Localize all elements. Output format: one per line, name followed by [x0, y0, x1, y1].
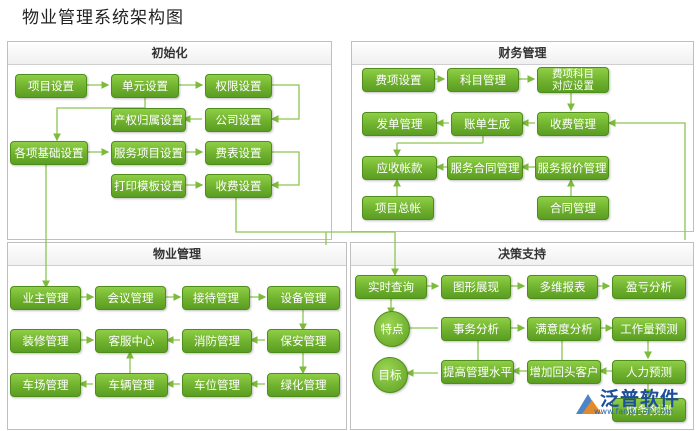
node-fee-management[interactable]: 收费管理 [537, 112, 609, 136]
node-fee-account-mapping[interactable]: 费项科目 对应设置 [537, 67, 609, 93]
node-basic-settings[interactable]: 各项基础设置 [10, 141, 88, 165]
node-fee-item-settings[interactable]: 费项设置 [362, 68, 435, 92]
node-fee-account-line2: 对应设置 [552, 80, 594, 92]
node-goal: 目标 [372, 357, 408, 393]
node-service-center[interactable]: 客服中心 [95, 329, 168, 353]
node-hr-forecast[interactable]: 人力预测 [612, 360, 686, 384]
node-parking-space-management[interactable]: 车位管理 [182, 373, 252, 397]
node-bill-generation[interactable]: 账单生成 [451, 112, 523, 136]
panel-init-title: 初始化 [8, 42, 331, 65]
node-greening-management[interactable]: 绿化管理 [267, 373, 340, 397]
node-project-settings[interactable]: 项目设置 [15, 74, 87, 98]
node-task-analysis[interactable]: 事务分析 [441, 317, 511, 341]
node-vehicle-management[interactable]: 车辆管理 [95, 373, 168, 397]
node-security-management[interactable]: 保安管理 [267, 329, 340, 353]
node-company-settings[interactable]: 公司设置 [205, 108, 272, 132]
node-receivables[interactable]: 应收帐款 [362, 156, 437, 180]
node-owner-management[interactable]: 业主管理 [10, 286, 81, 310]
node-reception-management[interactable]: 接待管理 [182, 286, 250, 310]
node-satisfaction-analysis[interactable]: 满意度分析 [527, 317, 601, 341]
node-contract-management[interactable]: 合同管理 [537, 196, 609, 220]
node-meeting-management[interactable]: 会议管理 [95, 286, 166, 310]
panel-decision-title: 决策支持 [351, 243, 693, 266]
node-fire-management[interactable]: 消防管理 [182, 329, 252, 353]
node-parking-management[interactable]: 车场管理 [10, 373, 81, 397]
node-realtime-query[interactable]: 实时查询 [355, 275, 427, 299]
panel-property-title: 物业管理 [8, 243, 346, 266]
node-unit-settings[interactable]: 单元设置 [111, 74, 179, 98]
brand-logo-icon [576, 394, 602, 414]
node-permission-settings[interactable]: 权限设置 [205, 74, 272, 98]
node-fee-account-line1: 费项科目 [552, 68, 594, 80]
node-workload-forecast[interactable]: 工作量预测 [612, 317, 686, 341]
page-title: 物业管理系统架构图 [22, 8, 184, 28]
node-multidim-report[interactable]: 多维报表 [527, 275, 598, 299]
node-service-item-settings[interactable]: 服务项目设置 [111, 141, 186, 165]
node-management-level[interactable]: 提高管理水平 [441, 360, 514, 384]
brand-logo-text: 泛普软件 [600, 388, 681, 410]
node-equipment-management[interactable]: 设备管理 [267, 286, 340, 310]
node-service-quote[interactable]: 服务报价管理 [535, 156, 609, 180]
node-fee-settings[interactable]: 收费设置 [205, 174, 272, 198]
node-meter-settings[interactable]: 费表设置 [205, 141, 272, 165]
panel-finance-title: 财务管理 [352, 42, 693, 65]
node-customer-return[interactable]: 增加回头客户 [527, 360, 601, 384]
node-ownership-settings[interactable]: 产权归属设置 [111, 108, 186, 132]
node-print-template-settings[interactable]: 打印模板设置 [111, 174, 186, 198]
node-service-contract[interactable]: 服务合同管理 [447, 156, 523, 180]
node-features: 特点 [374, 311, 410, 347]
node-account-management[interactable]: 科目管理 [447, 68, 519, 92]
node-graph-display[interactable]: 图形展现 [441, 275, 511, 299]
node-renovation-management[interactable]: 装修管理 [10, 329, 81, 353]
node-profit-analysis[interactable]: 盈亏分析 [612, 275, 686, 299]
node-project-ledger[interactable]: 项目总帐 [362, 196, 434, 220]
node-finance-forecast[interactable]: 财务预测 [612, 398, 686, 422]
node-invoice-management[interactable]: 发单管理 [362, 112, 437, 136]
brand-logo-url: www.fanpusoft.com [594, 407, 673, 416]
